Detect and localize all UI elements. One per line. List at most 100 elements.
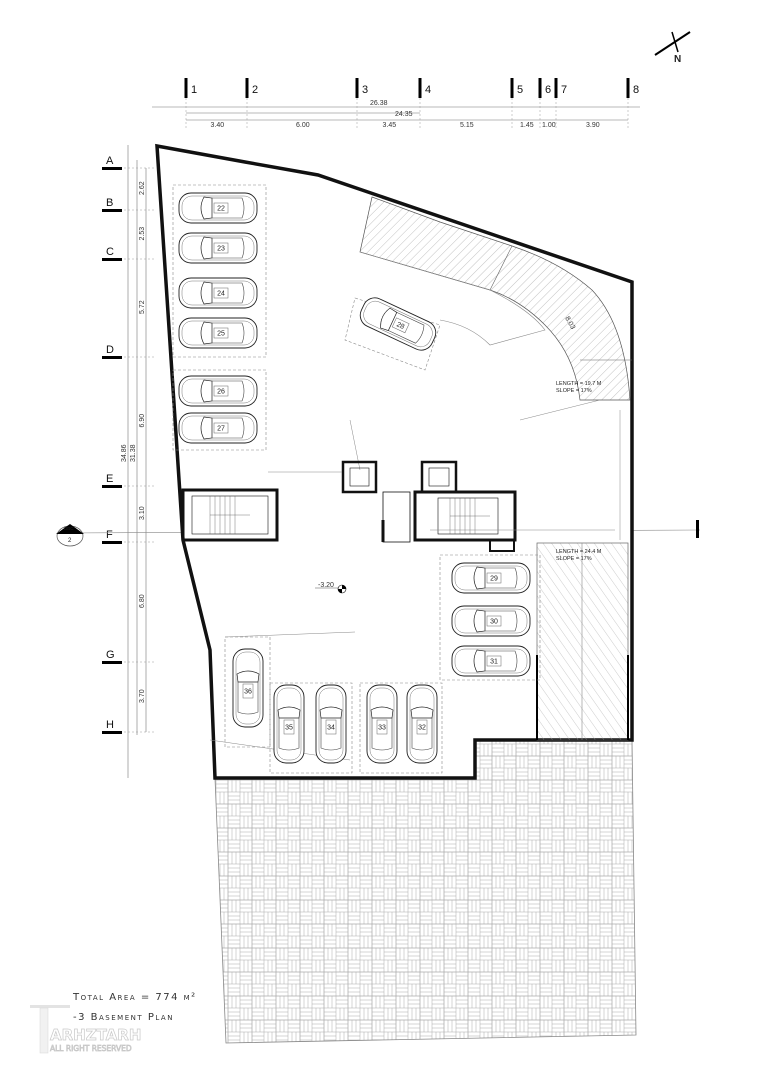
grid-row-marker	[102, 731, 122, 734]
grid-row-marker	[102, 258, 122, 261]
grid-column-marker	[538, 78, 542, 98]
section-number: 2	[68, 538, 72, 544]
left-dimension-segment: 5.72	[139, 300, 146, 314]
straight-ramp-slope: SLOPE = 17%	[556, 556, 592, 562]
grid-column-label: 2	[252, 84, 258, 96]
grid-row-label: G	[106, 649, 115, 661]
parking-space-car-34: 34	[315, 684, 347, 764]
parking-space-car-33: 33	[366, 684, 398, 764]
top-dimensions	[152, 106, 640, 121]
parking-space-car-22: 22	[178, 192, 258, 224]
section-end-mark	[696, 520, 699, 538]
dim-overall-24-35: 24.35	[395, 111, 413, 118]
parking-space-car-25: 25	[178, 317, 258, 349]
grid-column-marker	[554, 78, 558, 98]
curved-ramp	[359, 196, 631, 401]
parking-space-car-27: 27	[178, 412, 258, 444]
parking-space-car-36: 36	[232, 648, 264, 728]
parking-space-car-26: 26	[178, 375, 258, 407]
parking-space-number: 28	[395, 321, 405, 331]
parking-space-car-29: 29	[451, 562, 531, 594]
parking-space-number: 23	[217, 246, 225, 253]
level-marker-icon	[337, 584, 347, 594]
parking-space-number: 31	[490, 659, 498, 666]
grid-row-marker	[102, 209, 122, 212]
north-label: N	[674, 54, 681, 65]
left-dimension-segment: 2.62	[139, 181, 146, 195]
top-dimension-segment: 6.00	[296, 122, 310, 129]
grid-column-label: 1	[191, 84, 197, 96]
parking-space-number: 33	[378, 725, 386, 732]
left-dimension-segment: 6.80	[139, 594, 146, 608]
svg-text:ALL RIGHT RESERVED: ALL RIGHT RESERVED	[50, 1044, 132, 1053]
parking-space-number: 24	[217, 291, 225, 298]
left-dimension-segment: 3.10	[139, 506, 146, 520]
grid-column-label: 5	[517, 84, 523, 96]
grid-column-label: 8	[633, 84, 639, 96]
grid-column-label: 7	[561, 84, 567, 96]
grid-row-label: C	[106, 246, 114, 258]
parking-space-number: 30	[490, 619, 498, 626]
grid-row-label: D	[106, 344, 114, 356]
paved-yard	[214, 739, 637, 1044]
level-mark: -3.20	[318, 582, 334, 589]
parking-space-car-32: 32	[406, 684, 438, 764]
dim-overall-34-86: 34.86	[121, 444, 128, 462]
parking-space-number: 35	[285, 725, 293, 732]
dim-overall-31-38: 31.38	[130, 444, 137, 462]
parking-space-number: 26	[217, 389, 225, 396]
section-marker-icon: DBC 2	[56, 524, 84, 547]
grid-column-marker	[510, 78, 514, 98]
parking-space-number: 22	[217, 206, 225, 213]
top-dimension-segment: 5.15	[460, 122, 474, 129]
watermark-logo: ARHZTARH ALL RIGHT RESERVED	[30, 1005, 142, 1053]
grid-row-label: B	[106, 197, 113, 209]
top-dimension-segment: 1.45	[520, 122, 534, 129]
lobby	[382, 491, 411, 543]
parking-space-number: 25	[217, 331, 225, 338]
grid-column-marker	[626, 78, 630, 98]
parking-space-number: 27	[217, 426, 225, 433]
top-dimension-segment: 1.00	[542, 122, 556, 129]
grid-row-label: E	[106, 473, 113, 485]
plan-title: -3 Basement Plan	[73, 1012, 174, 1023]
stair-left	[181, 488, 279, 542]
left-dimension-segment: 3.70	[139, 689, 146, 703]
section-code: DBC	[64, 526, 74, 531]
grid-row-label: H	[106, 719, 114, 731]
parking-space-car-30: 30	[451, 605, 531, 637]
grid-row-marker	[102, 541, 122, 544]
total-area: Total Area = 774 m²	[72, 992, 197, 1003]
parking-space-car-23: 23	[178, 232, 258, 264]
left-dimension-lines	[127, 145, 147, 778]
svg-text:ARHZTARH: ARHZTARH	[50, 1026, 141, 1044]
grid-row-label: A	[106, 155, 114, 167]
top-dimension-segment: 3.90	[586, 122, 600, 129]
left-dimension-segment: 6.90	[139, 414, 146, 428]
elevator-left	[341, 460, 378, 494]
parking-space-number: 36	[244, 689, 252, 696]
curved-ramp-slope: SLOPE = 17%	[556, 388, 592, 394]
grid-column-label: 4	[425, 84, 431, 96]
grid-row-marker	[102, 356, 122, 359]
straight-ramp	[536, 542, 629, 741]
parking-bays	[172, 184, 541, 774]
stair-right	[413, 490, 517, 542]
dim-overall-26-38: 26.38	[370, 100, 388, 107]
top-dimension-segment: 3.40	[211, 122, 225, 129]
curved-ramp-length: LENGTH = 19.7 M	[556, 381, 602, 387]
parking-space-car-35: 35	[273, 684, 305, 764]
parking-space-car-28: 28	[359, 297, 437, 351]
top-dimension-segment: 3.45	[383, 122, 397, 129]
grid-row-marker	[102, 661, 122, 664]
grid-row-marker	[102, 167, 122, 170]
grid-column-marker	[418, 78, 422, 98]
grid-column-marker	[355, 78, 359, 98]
grid-row-marker	[102, 485, 122, 488]
north-arrow-icon: N	[654, 31, 691, 65]
parking-space-car-24: 24	[178, 277, 258, 309]
grid-column-label: 6	[545, 84, 551, 96]
parking-space-car-31: 31	[451, 645, 531, 677]
grid-column-marker	[245, 78, 249, 98]
